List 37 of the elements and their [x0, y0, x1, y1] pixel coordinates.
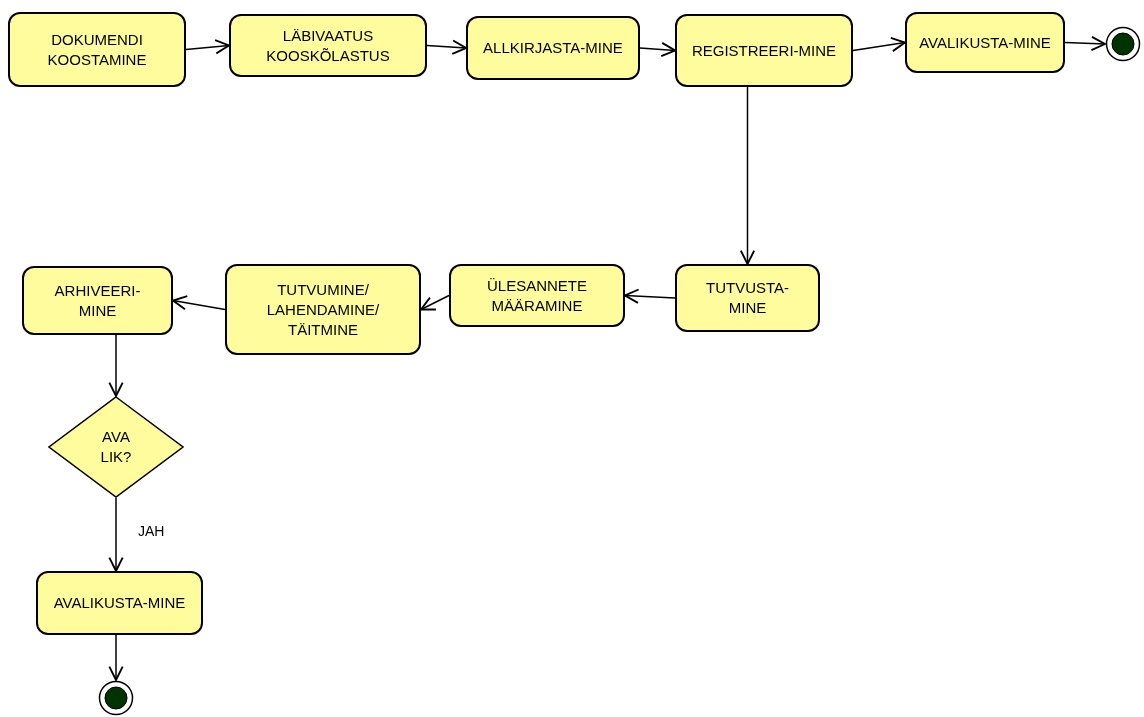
activity-label: AVALIKUSTA-MINE — [919, 32, 1051, 53]
arrow — [108, 634, 124, 681]
activity-box — [449, 264, 625, 327]
activity-label: ALLKIRJASTA-MINE — [483, 38, 623, 58]
arrow — [624, 288, 676, 304]
arrow — [108, 497, 124, 572]
activity-label: REGISTREERI-MINE — [691, 40, 837, 61]
final-node — [1105, 26, 1141, 62]
final-node — [98, 680, 134, 716]
arrow — [1064, 35, 1106, 52]
activity-label: ARHIVEERI-MINE — [53, 280, 142, 321]
activity-box — [675, 264, 820, 332]
activity-box — [905, 12, 1065, 73]
arrow — [852, 37, 906, 53]
activity-label: AVALIKUSTA-MINE — [53, 593, 186, 613]
decision-diamond — [48, 396, 184, 498]
activity-label: TUTVUMINE/ LAHENDAMINE/ TÄITMINE — [265, 279, 381, 340]
arrow — [172, 295, 226, 311]
activity-box — [22, 266, 173, 335]
activity-label: ÜLESANNETE MÄÄRAMINE — [486, 275, 588, 316]
activity-label: DOKUMENDI KOOSTAMINE — [46, 29, 148, 70]
activity-label: LÄBIVAATUS KOOSKÕLASTUS — [265, 25, 391, 66]
activity-box — [225, 264, 421, 355]
arrow — [739, 86, 756, 265]
arrow — [108, 334, 124, 397]
decision-label: AVA LIK? — [99, 427, 133, 467]
activity-box — [8, 12, 186, 87]
edge-label: JAH — [136, 524, 167, 538]
activity-box — [675, 14, 853, 87]
activity-box — [466, 16, 640, 80]
arrow — [639, 41, 676, 58]
arrow — [426, 39, 467, 55]
activity-box — [229, 14, 427, 77]
activity-label: TUTVUSTA-MINE — [704, 278, 791, 318]
arrow — [185, 39, 230, 55]
arrow — [420, 294, 450, 311]
activity-box — [36, 571, 203, 635]
